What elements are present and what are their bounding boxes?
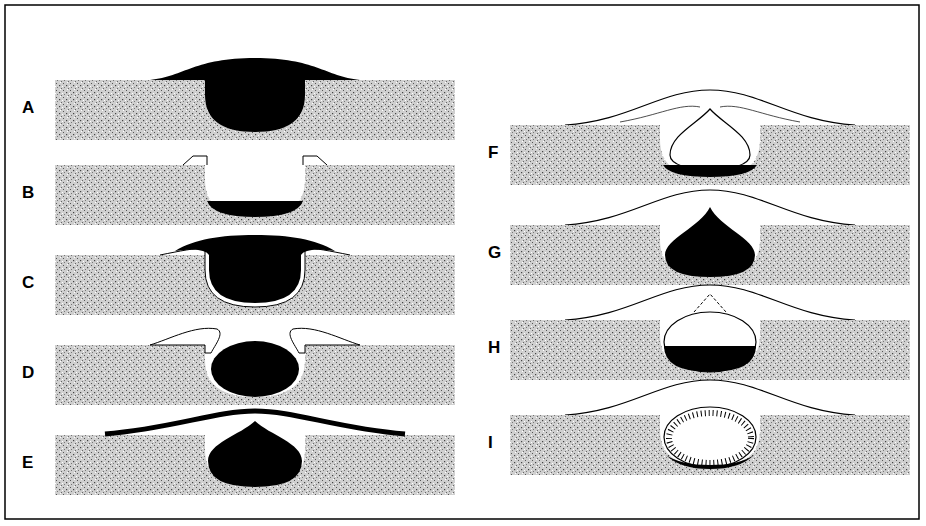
panel-letter: B [22,184,34,201]
panel-letter: D [22,364,34,381]
panel-letter: F [488,144,498,161]
panel-letter: A [22,99,34,116]
panel-d [55,328,455,405]
panel-letter: H [488,339,500,356]
frame-border [5,5,919,519]
panel-letter: C [22,274,34,291]
panel-b [55,156,455,225]
panel-f [510,90,910,185]
panel-g [510,190,910,285]
panel-letter: I [488,434,493,451]
panel-a [55,58,455,140]
panel-h [510,285,910,380]
panel-letter: E [22,454,33,471]
panel-i [510,380,910,475]
panel-letter: G [488,244,501,261]
panel-c [55,235,455,315]
panel-e [55,411,455,495]
